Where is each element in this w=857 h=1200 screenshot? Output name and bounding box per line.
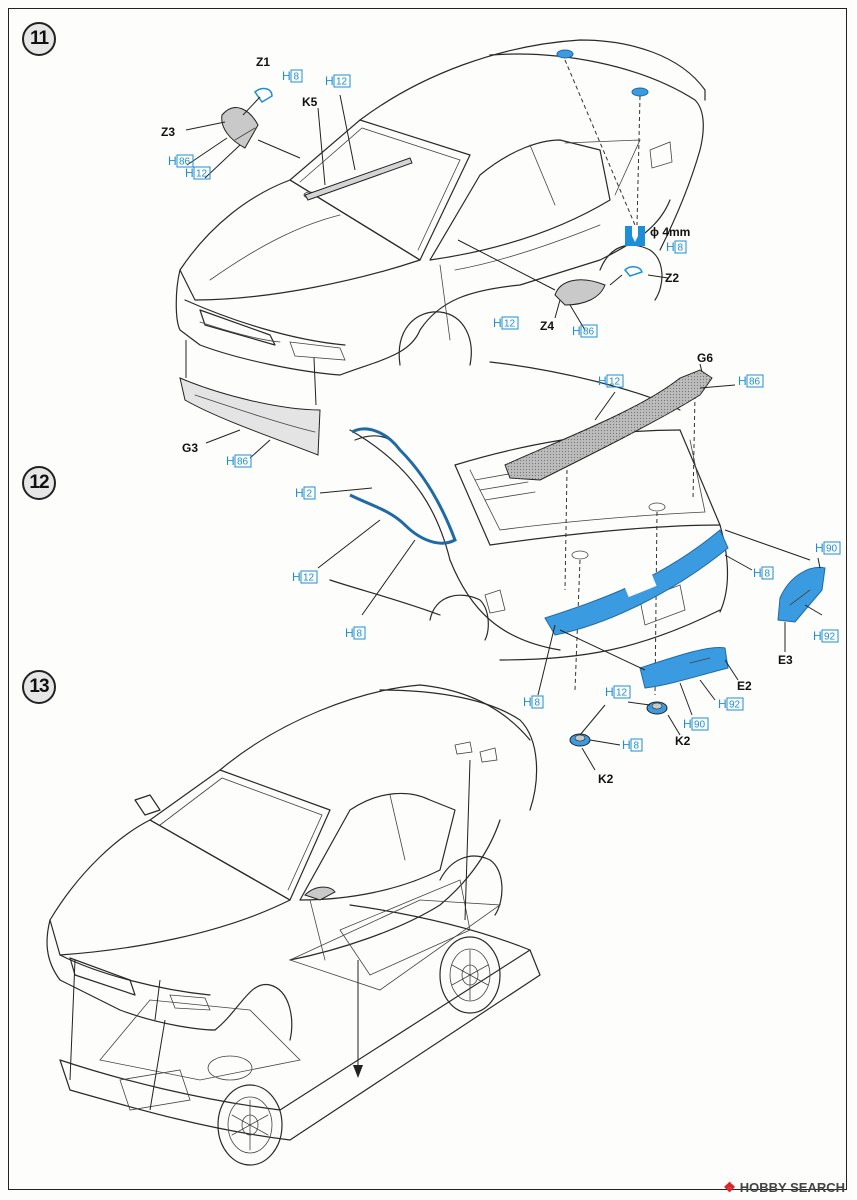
svg-text:8: 8 [765, 569, 771, 580]
paint-code-h8-trim: H 8 [345, 626, 366, 640]
svg-text:H: H [605, 685, 614, 699]
paint-code-h12-g6: H 12 [598, 374, 624, 388]
svg-text:H: H [168, 154, 177, 168]
svg-text:H: H [683, 717, 692, 731]
svg-text:H: H [185, 166, 194, 180]
svg-text:H: H [493, 316, 502, 330]
svg-text:H: H [718, 697, 727, 711]
drill-hole-marker [564, 59, 645, 246]
svg-text:12: 12 [616, 688, 628, 699]
svg-text:H: H [523, 695, 532, 709]
paint-code-h12-k5: H 12 [325, 74, 351, 88]
label-k5: K5 [302, 95, 318, 109]
watermark: ❖ HOBBY SEARCH [723, 1179, 845, 1196]
paint-code-h86-z4: H 86 [572, 324, 598, 338]
paint-code-h92-e3: H 92 [813, 629, 839, 643]
label-g6: G6 [697, 351, 713, 365]
svg-text:12: 12 [303, 573, 315, 584]
svg-text:8: 8 [294, 72, 300, 83]
svg-text:H: H [598, 374, 607, 388]
step13-body [46, 684, 538, 1041]
step-badge-13: 13 [22, 670, 56, 704]
svg-text:8: 8 [535, 698, 541, 709]
label-z2: Z2 [665, 271, 679, 285]
sheet-frame [8, 8, 847, 1190]
label-z4: Z4 [540, 319, 554, 333]
paint-code-h86-g3: H 86 [226, 454, 252, 468]
svg-text:12: 12 [609, 377, 621, 388]
hobby-search-logo-icon: ❖ [723, 1179, 736, 1195]
svg-text:90: 90 [826, 544, 838, 555]
paint-code-h2-trim: H 2 [295, 486, 316, 500]
step11-car-body [175, 39, 706, 376]
label-e2: E2 [737, 679, 752, 693]
svg-text:92: 92 [729, 700, 741, 711]
paint-code-h8-k2: H 8 [622, 738, 643, 752]
svg-text:86: 86 [749, 377, 761, 388]
paint-code-h12-trim: H 12 [292, 570, 318, 584]
svg-text:86: 86 [583, 327, 595, 338]
label-g3: G3 [182, 441, 198, 455]
svg-text:12: 12 [196, 169, 208, 180]
svg-text:H: H [325, 74, 334, 88]
svg-text:90: 90 [694, 720, 706, 731]
svg-text:12: 12 [336, 77, 348, 88]
paint-code-h90-e3: H 90 [815, 541, 841, 555]
paint-code-h8-garnish-left: H 8 [523, 695, 544, 709]
svg-text:H: H [738, 374, 747, 388]
paint-code-h86-z3: H 86 [168, 154, 194, 168]
svg-text:H: H [282, 69, 291, 83]
svg-text:H: H [815, 541, 824, 555]
svg-text:H: H [345, 626, 354, 640]
paint-code-h90-e2: H 90 [683, 717, 709, 731]
part-k5-wiper [304, 94, 413, 201]
svg-text:H: H [292, 570, 301, 584]
label-k2-lower: K2 [598, 772, 614, 786]
svg-text:H: H [813, 629, 822, 643]
label-z3: Z3 [161, 125, 175, 139]
watermark-text: HOBBY SEARCH [739, 1180, 845, 1195]
svg-text:2: 2 [307, 489, 313, 500]
step-badge-11: 11 [22, 22, 56, 56]
paint-code-h92-e2: H 92 [718, 697, 744, 711]
svg-text:8: 8 [357, 629, 363, 640]
paint-code-h8-z2: H 8 [666, 240, 687, 254]
svg-text:H: H [622, 738, 631, 752]
svg-text:86: 86 [179, 157, 191, 168]
svg-text:8: 8 [634, 741, 640, 752]
part-z4-mirror [457, 239, 669, 331]
paint-code-h8-z1: H 8 [282, 69, 303, 83]
step-badge-12: 12 [22, 466, 56, 500]
part-z3-mirror [185, 87, 301, 179]
svg-text:86: 86 [237, 457, 249, 468]
part-window-trim [317, 427, 457, 616]
label-k2-upper: K2 [675, 734, 691, 748]
part-e2 [559, 629, 739, 716]
paint-code-h12-k2: H 12 [605, 685, 631, 699]
label-e3: E3 [778, 653, 793, 667]
svg-text:92: 92 [824, 632, 836, 643]
part-k2 [569, 701, 681, 771]
label-z1: Z1 [256, 55, 270, 69]
part-rear-garnish [537, 529, 753, 696]
step13-chassis [59, 759, 541, 1166]
svg-text:12: 12 [504, 319, 516, 330]
svg-text:8: 8 [678, 243, 684, 254]
paint-code-h86-g6: H 86 [738, 374, 764, 388]
paint-code-h8-garnish-right: H 8 [753, 566, 774, 580]
svg-text:H: H [666, 240, 675, 254]
part-g3-front-lip [179, 340, 321, 459]
paint-code-h12-z4: H 12 [493, 316, 519, 330]
svg-text:H: H [753, 566, 762, 580]
drill-note: ϕ 4mm [650, 225, 690, 239]
svg-text:H: H [572, 324, 581, 338]
svg-text:H: H [295, 486, 304, 500]
svg-text:H: H [226, 454, 235, 468]
part-g6-spoiler [504, 363, 736, 481]
part-e3 [724, 529, 826, 652]
paint-code-h12-z3: H 12 [185, 166, 211, 180]
